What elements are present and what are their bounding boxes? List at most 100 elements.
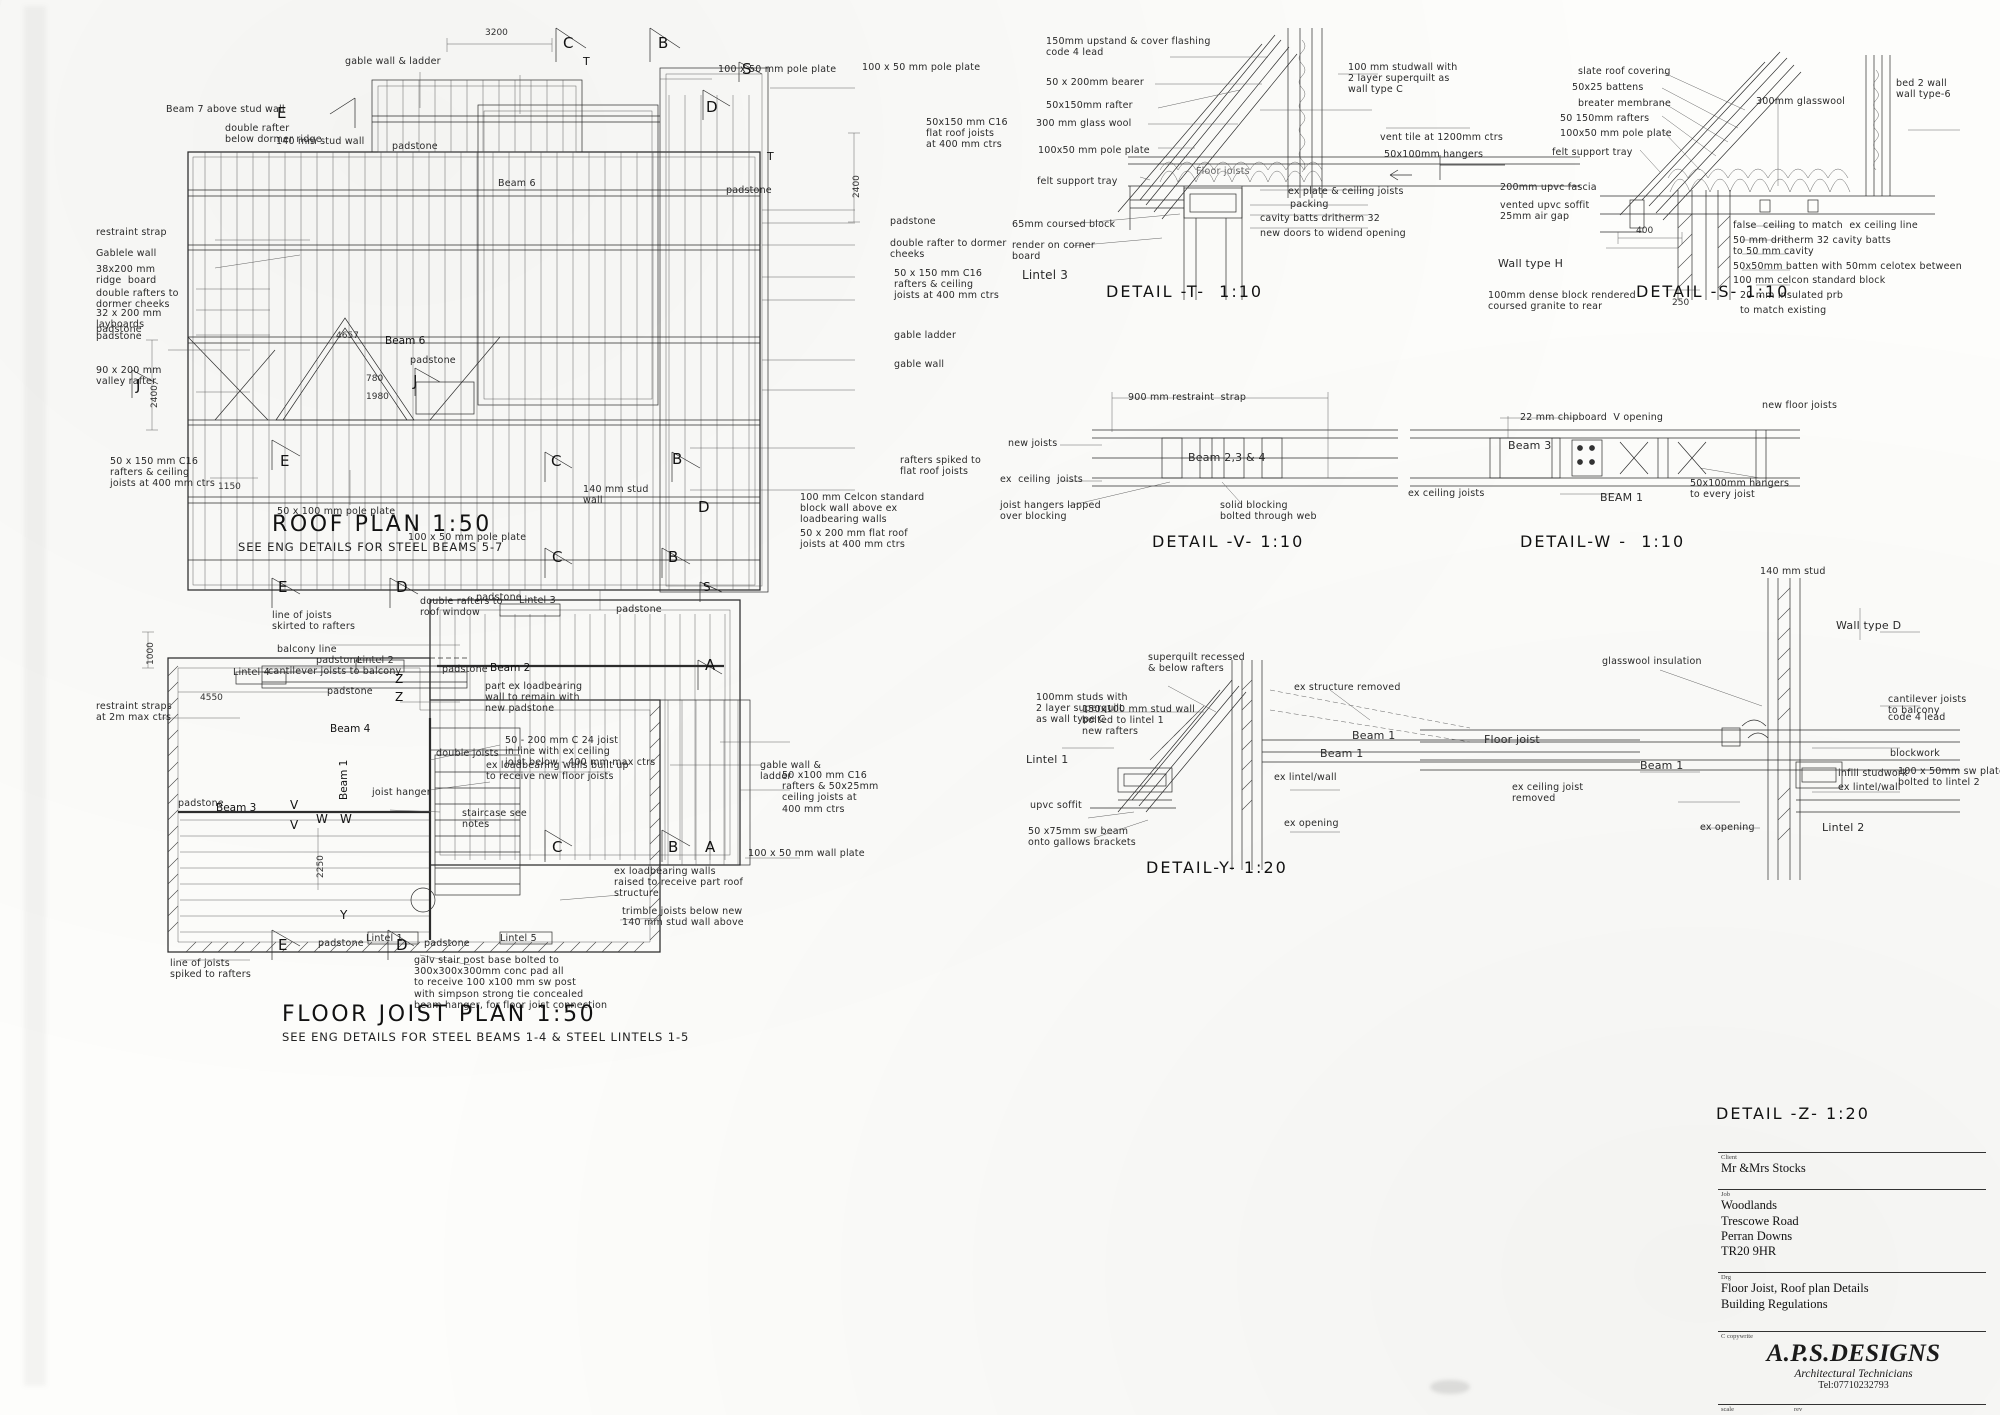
roof-note-gable-ladder-r: gable ladder xyxy=(894,330,957,341)
client-caption: Client xyxy=(1721,1154,1737,1161)
dz-note-blockwork: blockwork xyxy=(1890,748,1940,759)
copyright-caption: C copywrite xyxy=(1721,1332,1753,1340)
dt-note-pole-plate: 100x50 mm pole plate xyxy=(1038,145,1150,156)
ds-note-glasswool: 300mm glasswool xyxy=(1756,96,1846,107)
ds-note-wall-type-h: Wall type H xyxy=(1498,257,1564,270)
fj-beam3: Beam 3 xyxy=(216,802,257,814)
roof-note-layboards: 32 x 200 mm layboards xyxy=(96,308,162,331)
fj-note-walls-built-up: ex loadbearing walls built up to receive… xyxy=(486,760,629,783)
roof-mark-d-bot: D xyxy=(698,498,710,516)
ds-note-pole-plate: 100x50 mm pole plate xyxy=(1560,128,1672,139)
dt-note-bearer: 50 x 200mm bearer xyxy=(1046,77,1144,88)
roof-note-rafters-ceiling-r: 50 x 150 mm C16 rafters & ceiling joists… xyxy=(894,268,999,302)
ds-note-felt-tray: felt support tray xyxy=(1552,147,1633,158)
ds-dim-250: 250 xyxy=(1672,298,1690,308)
roof-note-padstone-l: padstone xyxy=(96,331,142,342)
roof-padstone-3: padstone xyxy=(410,355,456,366)
fj-mark-d-bot: D xyxy=(396,936,408,954)
fj-mark-b-top: B xyxy=(668,548,679,566)
detail-z-title: DETAIL -Z- 1:20 xyxy=(1716,1104,1870,1123)
dv-note-joist-hangers: joist hangers lapped over blocking xyxy=(1000,500,1101,523)
fj-note-c16-rafters: 50 x100 mm C16 rafters & 50x25mm ceiling… xyxy=(782,770,879,815)
roof-padstone-4: padstone xyxy=(96,324,142,335)
ds-note-fascia: 200mm upvc fascia xyxy=(1500,182,1597,193)
ds-note-bed2-wall: bed 2 wall wall type-6 xyxy=(1896,78,1951,101)
dt-note-rafter: 50x150mm rafter xyxy=(1046,100,1133,111)
job-value: Woodlands Trescowe Road Perran Downs TR2… xyxy=(1721,1198,1799,1258)
drg-value: Floor Joist, Roof plan Details Building … xyxy=(1721,1281,1869,1311)
fj-note-padstone-1: padstone xyxy=(327,686,373,697)
roof-note-gable-wall-r: gable wall xyxy=(894,359,945,370)
dt-note-render-corner: render on corner board xyxy=(1012,240,1095,263)
fj-note-balcony-line: balcony line xyxy=(277,644,337,655)
roof-note-beam7: Beam 7 above stud wall xyxy=(166,104,285,115)
fj-mark-z-2: Z xyxy=(395,690,404,704)
roof-note-celcon-block: 100 mm Celcon standard block wall above … xyxy=(800,492,925,526)
fj-note-wall-plate: 100 x 50 mm wall plate xyxy=(748,848,865,859)
fj-note-staircase: staircase see notes xyxy=(462,808,527,831)
roof-beam5-label: Beam 6 xyxy=(498,178,536,189)
title-block-client-row: Client Mr &Mrs Stocks xyxy=(1718,1152,1986,1181)
roof-beam6-label: Beam 6 xyxy=(385,335,426,347)
dz-note-140-stud: 140 mm stud xyxy=(1760,566,1826,577)
fj-note-walls-raised: ex loadbearing walls raised to receive p… xyxy=(614,866,744,900)
dt-note-floor-joists: Floor joists xyxy=(1196,166,1250,177)
company-telephone: Tel:07710232793 xyxy=(1818,1379,1889,1391)
dv-note-new-joists: new joists xyxy=(1008,438,1058,449)
dy-note-superquilt: superquilt recessed & below rafters xyxy=(1148,652,1245,675)
dz-lintel2: Lintel 2 xyxy=(1822,821,1865,834)
ds-note-insulated-prb: 20 mm insulated prb xyxy=(1740,290,1844,301)
roof-note-restraint-strap: restraint strap xyxy=(96,227,167,238)
roof-note-flat-roof-200: 50 x 200 mm flat roof joists at 400 mm c… xyxy=(800,528,908,551)
scale-caption: scale xyxy=(1721,1405,1734,1413)
roof-dim-780: 780 xyxy=(366,374,384,384)
roof-dim-3200: 3200 xyxy=(485,28,508,38)
ds-note-battens: 50x25 battens xyxy=(1572,82,1644,93)
ds-note-breather: breater membrane xyxy=(1578,98,1672,109)
roof-note-ridge-board: 38x200 mm ridge board xyxy=(96,264,157,287)
fj-note-trimble-joists: trimble joists below new 140 mm stud wal… xyxy=(622,906,744,929)
roof-note-padstone-r: padstone xyxy=(890,216,936,227)
fj-mark-c-bot: C xyxy=(552,838,563,856)
dz-note-ex-opening: ex opening xyxy=(1700,822,1755,833)
company-logo: A.P.S.DESIGNS xyxy=(1766,1339,1941,1367)
scan-edge-shadow xyxy=(24,6,46,1386)
roof-mark-e-top: E xyxy=(277,104,287,122)
fj-mark-s: S xyxy=(703,580,711,594)
fj-note-restraint-straps: restraint straps at 2m max ctrs xyxy=(96,701,172,724)
roof-note-rafters-spiked: rafters spiked to flat roof joists xyxy=(900,455,981,478)
job-caption: Job xyxy=(1721,1191,1731,1199)
detail-w-title: DETAIL-W - 1:10 xyxy=(1520,532,1686,551)
roof-mark-e-bot: E xyxy=(280,452,290,470)
roof-mark-s: S xyxy=(742,60,752,78)
roof-note-rafters-ceiling-l: 50 x 150 mm C16 rafters & ceiling joists… xyxy=(110,456,215,490)
dz-note-infill-studwork: infill studwork xyxy=(1838,768,1908,779)
detail-y-title: DETAIL-Y- 1:20 xyxy=(1146,858,1288,877)
roof-plan-subtitle: SEE ENG DETAILS FOR STEEL BEAMS 5-7 xyxy=(238,540,504,554)
roof-mark-c-top: C xyxy=(563,34,574,52)
dt-note-packing: packing xyxy=(1290,199,1329,210)
roof-note-flat-roof-joists: 50x150 mm C16 flat roof joists at 400 mm… xyxy=(926,117,1008,151)
roof-note-pole-plate-b: 50 x 100 mm pole plate xyxy=(277,506,396,517)
fj-mark-w-2: W xyxy=(340,812,352,826)
dt-note-upstand-flashing: 150mm upstand & cover flashing code 4 le… xyxy=(1046,36,1211,59)
fj-beam2: Beam 2 xyxy=(490,662,531,674)
roof-mark-d-top: D xyxy=(706,98,718,116)
detail-v-title: DETAIL -V- 1:10 xyxy=(1152,532,1305,551)
roof-mark-b-bot: B xyxy=(672,450,683,468)
fj-mark-a-bot: A xyxy=(705,838,716,856)
dv-note-restraint-strap: 900 mm restraint strap xyxy=(1128,392,1247,403)
dy-note-ex-opening: ex opening xyxy=(1284,818,1339,829)
dw-note-hangers-every-joist: 50x100mm hangers to every joist xyxy=(1690,478,1790,501)
roof-note-valley-rafter: 90 x 200 mm valley rafter xyxy=(96,365,162,388)
roof-plan-title: ROOF PLAN 1:50 xyxy=(272,512,492,537)
fj-note-cantilever-joists: cantilever joists to balcony xyxy=(268,666,402,677)
dt-note-vent-tile: vent tile at 1200mm ctrs xyxy=(1380,132,1503,143)
company-subtitle: Architectural Technicians xyxy=(1794,1367,1913,1380)
rev-caption: rev xyxy=(1794,1405,1803,1413)
